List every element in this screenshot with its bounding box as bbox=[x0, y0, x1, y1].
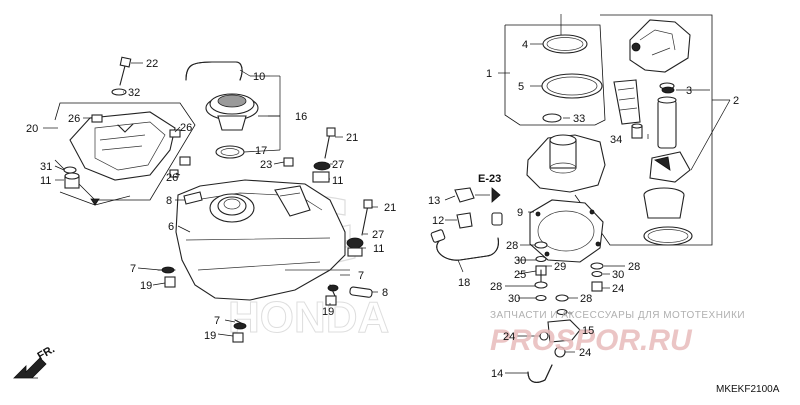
callout-11-left: 11 bbox=[40, 175, 51, 187]
leader-lines bbox=[43, 14, 731, 374]
callout-24-left: 24 bbox=[503, 331, 515, 343]
callout-20: 20 bbox=[26, 123, 38, 135]
site-watermark-top: ЗАПЧАСТИ И АКСЕССУАРЫ ДЛЯ МОТОТЕХНИКИ bbox=[490, 310, 745, 321]
site-watermark-logo: PROSPOR.RU bbox=[490, 324, 693, 357]
callout-24-bottom: 24 bbox=[579, 347, 591, 359]
callout-32: 32 bbox=[128, 87, 140, 99]
reference-e23: E-23 bbox=[478, 173, 501, 203]
callout-26-top-left: 26 bbox=[68, 113, 80, 125]
callout-9: 9 bbox=[517, 207, 523, 219]
callout-11-center: 11 bbox=[332, 175, 343, 187]
honda-wing-watermark: HONDA bbox=[224, 195, 390, 343]
callout-6: 6 bbox=[168, 221, 174, 233]
callout-12: 12 bbox=[432, 215, 444, 227]
callout-8-left: 8 bbox=[166, 195, 172, 207]
callout-26-right: 26 bbox=[180, 122, 192, 134]
callout-28-lower-right: 28 bbox=[580, 293, 592, 305]
callout-7-right: 7 bbox=[358, 270, 364, 282]
callout-19-bottom: 19 bbox=[204, 330, 216, 342]
callout-23: 23 bbox=[260, 159, 272, 171]
callout-3: 3 bbox=[686, 85, 692, 97]
callout-2: 2 bbox=[733, 95, 739, 107]
callout-16: 16 bbox=[295, 111, 307, 123]
callout-28-right: 28 bbox=[628, 261, 640, 273]
fuel-cap-group bbox=[185, 61, 259, 159]
fuel-pump-group bbox=[504, 14, 713, 246]
callout-labels: 1 2 3 4 5 6 7 7 7 8 8 9 10 11 11 11 12 1… bbox=[26, 39, 739, 380]
callout-22: 22 bbox=[146, 58, 158, 70]
fuel-tank-group bbox=[157, 127, 373, 343]
callout-30-lower: 30 bbox=[508, 293, 520, 305]
callout-11-right: 11 bbox=[373, 243, 384, 255]
callout-17: 17 bbox=[255, 145, 267, 157]
callout-31: 31 bbox=[40, 161, 52, 173]
callout-19-left: 19 bbox=[140, 280, 152, 292]
callout-34: 34 bbox=[610, 134, 622, 146]
site-watermark: ЗАПЧАСТИ И АКСЕССУАРЫ ДЛЯ МОТОТЕХНИКИ PR… bbox=[490, 310, 745, 357]
callout-13: 13 bbox=[428, 195, 440, 207]
honda-watermark-text: HONDA bbox=[228, 293, 389, 342]
callout-7-left: 7 bbox=[130, 263, 136, 275]
callout-10: 10 bbox=[253, 71, 265, 83]
reference-arrow-icon bbox=[491, 187, 501, 203]
callout-8-right: 8 bbox=[382, 287, 388, 299]
callout-30-right: 30 bbox=[612, 269, 624, 281]
tank-cover-group bbox=[54, 56, 196, 206]
front-arrow-icon bbox=[13, 357, 47, 379]
callout-1: 1 bbox=[486, 68, 492, 80]
diagram-code: MKEKF2100A bbox=[716, 384, 780, 395]
callout-28-upper: 28 bbox=[506, 240, 518, 252]
callout-15: 15 bbox=[582, 325, 594, 337]
callout-14: 14 bbox=[491, 368, 503, 380]
callout-21-right: 21 bbox=[384, 202, 396, 214]
front-label: FR. bbox=[36, 343, 57, 362]
reference-label: E-23 bbox=[478, 173, 501, 185]
callout-19-right: 19 bbox=[322, 306, 334, 318]
callout-28-lower-left: 28 bbox=[490, 281, 502, 293]
callout-27-center: 27 bbox=[332, 159, 344, 171]
callout-4: 4 bbox=[522, 39, 528, 51]
callout-29: 29 bbox=[554, 261, 566, 273]
callout-26-bottom: 26 bbox=[166, 172, 178, 184]
callout-25: 25 bbox=[514, 269, 526, 281]
fastener-arrows bbox=[90, 198, 100, 206]
callout-24-right: 24 bbox=[612, 283, 624, 295]
callout-21-center: 21 bbox=[346, 132, 358, 144]
pump-gasket-hose-group bbox=[430, 187, 604, 383]
callout-18: 18 bbox=[458, 277, 470, 289]
callout-30-upper: 30 bbox=[514, 255, 526, 267]
callout-5: 5 bbox=[518, 81, 524, 93]
front-direction-indicator: FR. bbox=[13, 343, 57, 379]
callout-27-right: 27 bbox=[372, 229, 384, 241]
callout-7-bottom: 7 bbox=[214, 315, 220, 327]
callout-33: 33 bbox=[573, 113, 585, 125]
